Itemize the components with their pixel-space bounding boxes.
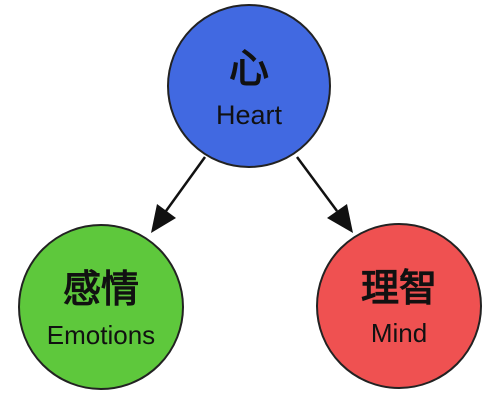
- node-emotions-label: Emotions: [47, 320, 155, 350]
- node-mind: 理智 Mind: [316, 223, 482, 389]
- edge-heart-mind: [295, 156, 353, 233]
- edge-line-heart-mind: [295, 156, 339, 212]
- node-emotions-character: 感情: [63, 267, 139, 311]
- arrowhead-mind: [327, 204, 353, 233]
- edge-line-heart-emotions: [164, 156, 207, 212]
- node-heart-character: 心: [229, 46, 269, 92]
- edge-heart-emotions: [151, 156, 207, 233]
- node-emotions-circle: [18, 224, 184, 390]
- node-heart-circle: [167, 4, 331, 168]
- node-mind-circle: [316, 223, 482, 389]
- node-mind-character: 理智: [361, 266, 437, 310]
- node-heart-label: Heart: [216, 100, 283, 130]
- node-heart: 心 Heart: [167, 4, 331, 168]
- node-mind-label: Mind: [371, 318, 427, 348]
- node-emotions: 感情 Emotions: [18, 224, 184, 390]
- arrowhead-emotions: [151, 204, 176, 233]
